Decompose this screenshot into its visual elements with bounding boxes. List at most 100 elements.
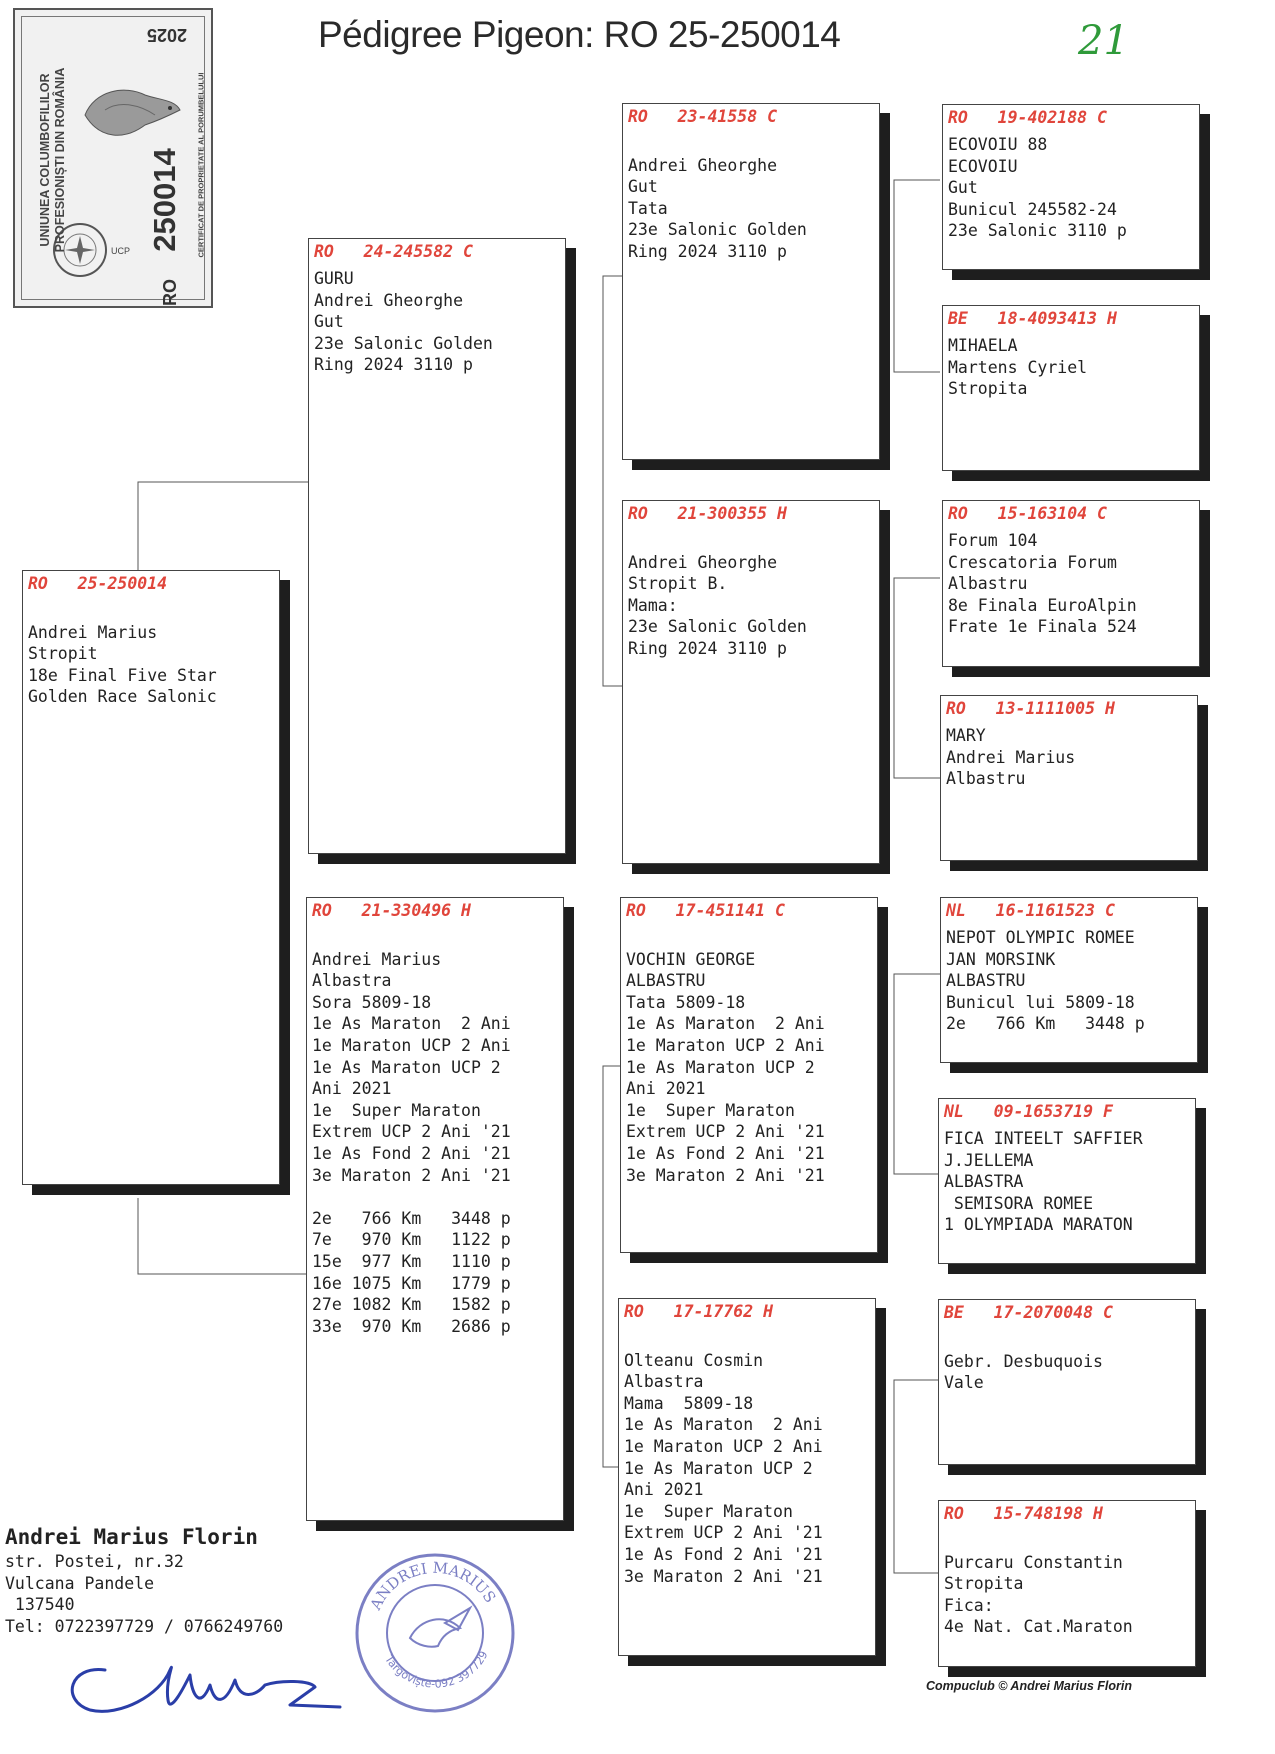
pigeon-info-line: [944, 1329, 1190, 1351]
pigeon-info-line: ECOVOIU: [948, 156, 1018, 176]
pigeon-info-line: 1e As Fond 2 Ani '21: [624, 1544, 823, 1564]
pigeon-info-line: Andrei Gheorghe: [314, 290, 464, 310]
ring-number: BE 17-2070048 C: [944, 1303, 1113, 1322]
ring-number: RO 21-330496 H: [312, 901, 471, 920]
pigeon-info-line: Gut: [628, 177, 658, 197]
pigeon-info-line: Tata 5809-18: [626, 992, 746, 1012]
pigeon-info-line: J.JELLEMA: [944, 1150, 1034, 1170]
seal-location: Târgoviște-092 397729: [382, 1649, 491, 1691]
pigeon-info-line: Stropit: [28, 644, 98, 664]
pigeon-info-line: 1e Maraton UCP 2 Ani: [312, 1035, 511, 1055]
pigeon-info-line: ALBASTRU: [946, 971, 1026, 991]
emblem-icon: UCP: [53, 223, 130, 277]
pigeon-info-line: Albastru: [948, 574, 1028, 594]
pigeon-info-line: MIHAELA: [948, 336, 1018, 355]
pigeon-info-line: Ring 2024 3110 p: [628, 241, 787, 261]
pigeon-info-line: [628, 133, 874, 155]
pigeon-info-line: Gut: [948, 178, 978, 198]
ring-number: NL 16-1161523 C: [946, 901, 1115, 920]
ring-number: BE 18-4093413 H: [948, 309, 1117, 328]
ring-number: RO 25-250014: [28, 574, 168, 593]
pigeon-info-line: 1e As Fond 2 Ani '21: [312, 1143, 511, 1163]
pigeon-info-line: Golden Race Salonic: [28, 687, 217, 707]
pigeon-info-line: ALBASTRU: [626, 971, 706, 991]
pigeon-info-line: Andrei Gheorghe: [628, 552, 778, 572]
page-title: Pédigree Pigeon: RO 25-250014: [318, 14, 841, 55]
pigeon-info-line: 1e As Maraton 2 Ani: [624, 1415, 823, 1435]
ring-number: RO 19-402188 C: [948, 108, 1107, 127]
pigeon-info-line: Stropit B.: [628, 574, 728, 594]
pigeon-info-line: Bunicul lui 5809-18: [946, 992, 1135, 1012]
pigeon-info-line: Andrei Marius: [946, 747, 1076, 767]
pigeon-info-line: Albastru: [946, 769, 1026, 789]
pigeon-info-line: GURU: [314, 269, 354, 288]
ring-number: RO 17-451141 C: [626, 901, 785, 920]
pigeon-info-line: Andrei Marius: [312, 949, 442, 969]
pigeon-info-line: [626, 927, 872, 949]
pigeon-info-line: 23e Salonic Golden: [628, 220, 807, 240]
pigeon-info-line: 2e 766 Km 3448 p: [312, 1208, 511, 1228]
pigeon-info-line: 1e As Maraton UCP 2: [626, 1057, 815, 1077]
ring-number: RO 24-245582 C: [314, 242, 473, 261]
pigeon-info-line: Andrei Marius: [28, 622, 158, 642]
owner-seal-stamp: ANDREI MARIUS Târgoviște-092 397729: [355, 1553, 515, 1713]
pigeon-info-line: Olteanu Cosmin: [624, 1350, 764, 1370]
pigeon-info-line: Ring 2024 3110 p: [628, 638, 787, 658]
pigeon-info-line: 3e Maraton 2 Ani '21: [626, 1165, 825, 1185]
pigeon-icon: [84, 89, 181, 136]
pigeon-info-line: 18e Final Five Star: [28, 665, 217, 685]
pigeon-info-line: 2e 766 Km 3448 p: [946, 1014, 1145, 1034]
pigeon-info-line: Ani 2021: [312, 1079, 392, 1099]
pigeon-info-line: 1e As Maraton 2 Ani: [312, 1014, 511, 1034]
pigeon-info-line: NEPOT OLYMPIC ROMEE: [946, 928, 1135, 947]
ring-number: NL 09-1653719 F: [944, 1102, 1113, 1121]
pigeon-info-line: [628, 530, 874, 552]
pigeon-info-line: [944, 1530, 1190, 1552]
pigeon-info-line: Crescatoria Forum: [948, 552, 1117, 572]
pigeon-info-line: Gut: [314, 312, 344, 332]
pigeon-info-line: 1e As Maraton UCP 2: [624, 1458, 813, 1478]
pigeon-info-line: 23e Salonic Golden: [628, 617, 807, 637]
emblem-text: UCP: [111, 246, 130, 256]
pigeon-info-line: Forum 104: [948, 531, 1038, 550]
pigeon-info-line: Stropita: [944, 1574, 1024, 1594]
owner-address1: str. Postei, nr.32: [5, 1552, 184, 1571]
seal-name: ANDREI MARIUS: [366, 1559, 499, 1614]
pigeon-info-line: MARY: [946, 726, 986, 745]
pigeon-info-line: Andrei Gheorghe: [628, 155, 778, 175]
pigeon-info-line: 27e 1082 Km 1582 p: [312, 1295, 511, 1315]
pigeon-info-line: SEMISORA ROMEE: [944, 1193, 1094, 1213]
pigeon-info-line: Mama 5809-18: [624, 1393, 754, 1413]
pigeon-info-line: 23e Salonic 3110 p: [948, 221, 1127, 241]
pigeon-info-line: Frate 1e Finala 524: [948, 617, 1137, 637]
pigeon-info-line: 1e Maraton UCP 2 Ani: [626, 1035, 825, 1055]
pigeon-info-line: JAN MORSINK: [946, 949, 1056, 969]
pigeon-info-line: Albastra: [312, 971, 392, 991]
pigeon-info-line: [312, 927, 558, 949]
pigeon-info-line: 1e Super Maraton: [626, 1100, 795, 1120]
pigeon-info-line: 23e Salonic Golden: [314, 333, 493, 353]
ring-number: RO 17-17762 H: [624, 1302, 774, 1321]
pigeon-info-line: VOCHIN GEORGE: [626, 949, 756, 969]
pigeon-info-line: [624, 1328, 870, 1350]
pigeon-info-line: Bunicul 245582-24: [948, 199, 1117, 219]
ring-number: RO 23-41558 C: [628, 107, 778, 126]
pigeon-info-line: 1e Super Maraton: [624, 1501, 793, 1521]
pigeon-info-line: 1e As Maraton 2 Ani: [626, 1014, 825, 1034]
pigeon-card: NL 16-1161523 C NEPOT OLYMPIC ROMEE JAN MO…: [940, 897, 1198, 1063]
pigeon-info-line: Extrem UCP 2 Ani '21: [624, 1523, 823, 1543]
owner-address2: Vulcana Pandele: [5, 1573, 155, 1593]
